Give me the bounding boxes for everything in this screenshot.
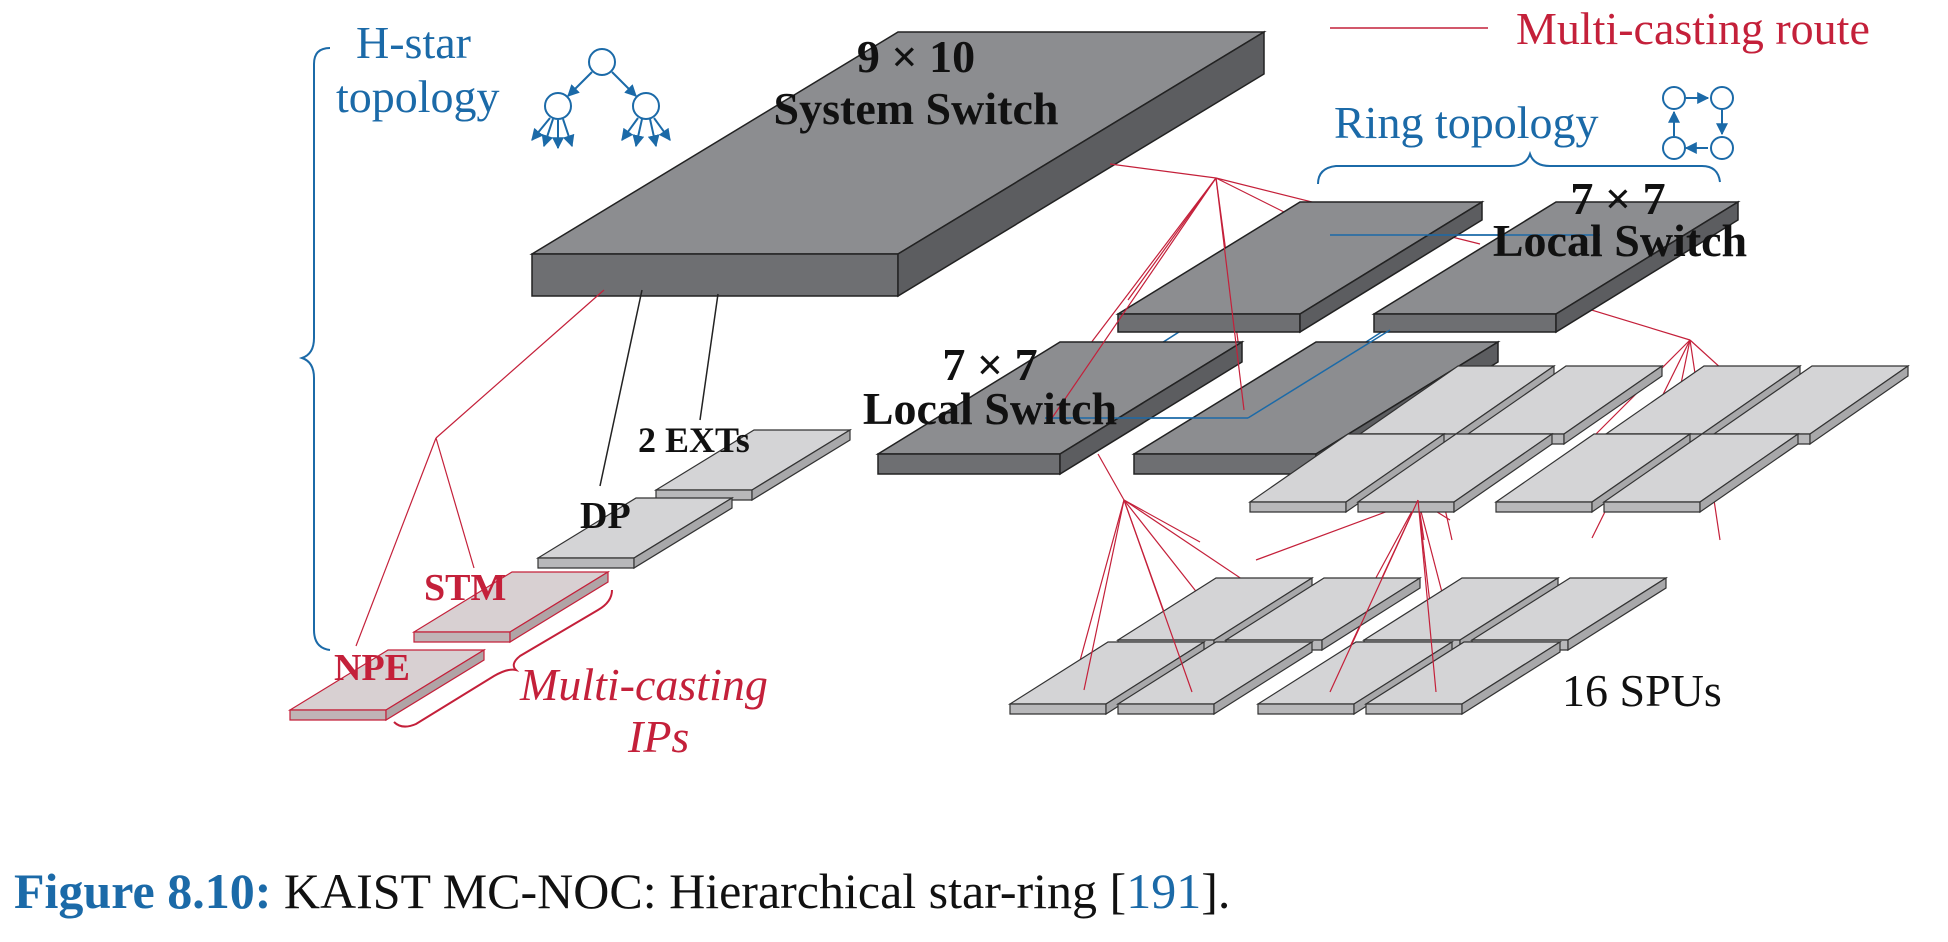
stm-block bbox=[411, 570, 611, 644]
ext-label: 2 EXTs bbox=[638, 420, 750, 460]
spu-block bbox=[1602, 432, 1800, 514]
spu-block bbox=[1007, 640, 1207, 716]
local-switch-upper-dim: 7 × 7 bbox=[1570, 173, 1665, 224]
hstar-label-line2: topology bbox=[336, 71, 500, 122]
figure-number: Figure 8.10: bbox=[14, 863, 272, 919]
ext-block bbox=[653, 428, 853, 502]
system-switch bbox=[529, 30, 1267, 298]
multicast-ips-line1: Multi-casting bbox=[519, 659, 768, 710]
npe-block bbox=[287, 648, 487, 722]
ring-links-top bbox=[1045, 234, 1600, 419]
hstar-brace bbox=[298, 47, 331, 651]
spu-blocks bbox=[1007, 364, 1910, 716]
ext-links bbox=[599, 289, 719, 487]
spu-block bbox=[1115, 640, 1315, 716]
legend-route-label: Multi-casting route bbox=[1516, 3, 1870, 54]
figure-caption: Figure 8.10: KAIST MC-NOC: Hierarchical … bbox=[14, 862, 1230, 920]
local-switch-lower-left bbox=[875, 340, 1245, 476]
local-switch-upper-name: Local Switch bbox=[1493, 215, 1747, 266]
dp-block bbox=[535, 496, 735, 570]
spu-block bbox=[1356, 432, 1554, 514]
system-switch-name: System Switch bbox=[774, 83, 1059, 134]
ip-brace bbox=[393, 589, 613, 728]
ring-brace bbox=[1317, 150, 1721, 185]
dp-label: DP bbox=[580, 495, 631, 537]
spus-label: 16 SPUs bbox=[1562, 665, 1722, 716]
ring-label: Ring topology bbox=[1334, 97, 1599, 148]
multicast-ips-line2: IPs bbox=[627, 711, 689, 762]
npe-label: NPE bbox=[334, 647, 410, 689]
hstar-icon bbox=[531, 48, 671, 150]
caption-text: KAIST MC-NOC: Hierarchical star-ring [ bbox=[283, 863, 1127, 919]
ring-icon bbox=[1662, 86, 1734, 160]
hstar-label-line1: H-star bbox=[356, 17, 471, 68]
local-switch-lower-name: Local Switch bbox=[863, 383, 1117, 434]
system-switch-dim: 9 × 10 bbox=[857, 31, 975, 82]
multicast-routes-top bbox=[1051, 177, 1245, 419]
local-switch-lower-dim: 7 × 7 bbox=[942, 339, 1037, 390]
spu-block bbox=[1363, 640, 1563, 716]
caption-reference[interactable]: 191 bbox=[1126, 863, 1202, 919]
local-switch-upper-right bbox=[1371, 200, 1741, 334]
caption-end: ]. bbox=[1201, 863, 1231, 919]
multicast-routes-spu bbox=[1083, 499, 1437, 693]
stm-label: STM bbox=[424, 567, 506, 609]
